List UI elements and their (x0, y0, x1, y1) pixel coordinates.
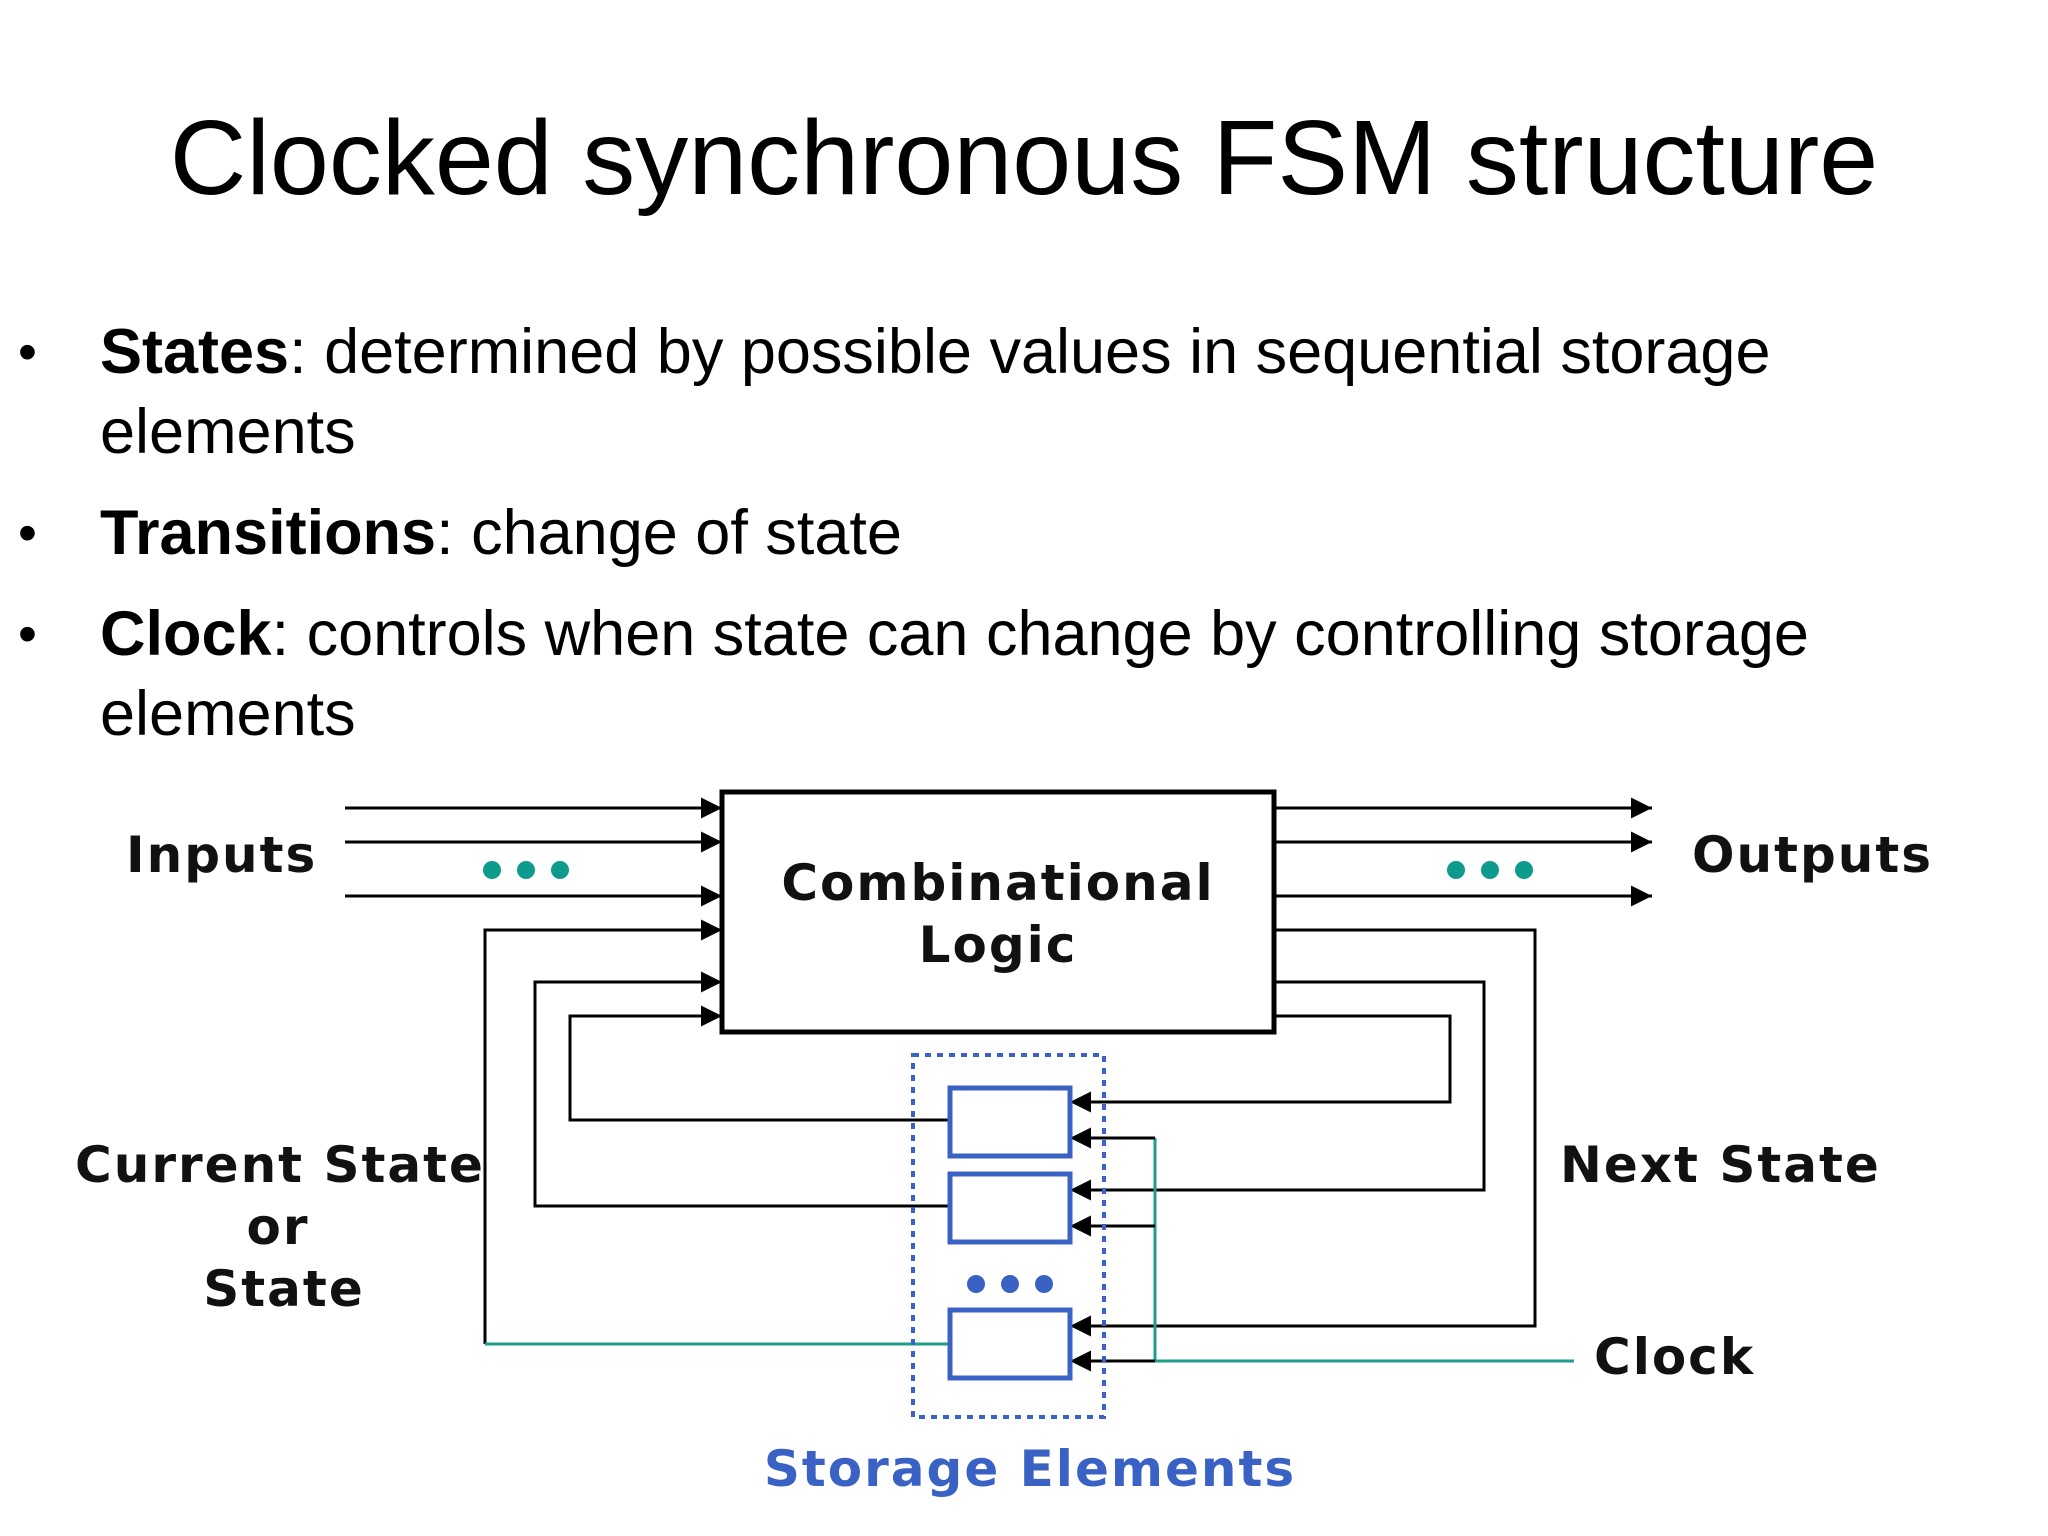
storage-elements-label: Storage Elements (764, 1440, 1296, 1498)
combinational-logic-block (719, 789, 1277, 1035)
inputs-label: Inputs (126, 826, 317, 884)
current-state-label-line1: Current State (75, 1136, 485, 1194)
bullet-marker: • (18, 322, 37, 382)
page-title: Clocked synchronous FSM structure (169, 99, 1879, 217)
current-state-label-line2: or (246, 1198, 309, 1256)
clock-label: Clock (1594, 1328, 1755, 1386)
current-state-label-line3: State (203, 1260, 364, 1318)
current-state-wires (483, 919, 950, 1344)
input-ellipsis-dots (483, 861, 569, 879)
outputs-label: Outputs (1692, 826, 1933, 884)
storage-elements-group (911, 1053, 1106, 1419)
next-state-label: Next State (1560, 1136, 1881, 1194)
clock-wires (1070, 1127, 1155, 1372)
output-wires (1274, 797, 1652, 907)
logic-label-line1: Combinational (781, 854, 1214, 912)
bullet-text: : determined by possible values in seque… (100, 317, 1771, 467)
input-wires (345, 797, 722, 907)
bullet-term: Transitions (100, 498, 437, 568)
storage-element-2 (947, 1171, 1073, 1245)
bullet-text: : change of state (436, 498, 902, 568)
storage-element-n (947, 1307, 1073, 1381)
logic-label-line2: Logic (919, 916, 1078, 974)
output-ellipsis-dots (1447, 861, 1533, 879)
storage-ellipsis-dots (967, 1275, 1053, 1293)
next-state-wires (1070, 928, 1537, 1337)
bullet-marker: • (18, 604, 37, 664)
bullet-term: States (100, 317, 290, 387)
storage-element-1 (947, 1085, 1073, 1159)
bullet-text: : controls when state can change by cont… (100, 599, 1809, 749)
bullet-marker: • (18, 503, 37, 563)
clock-bus (1153, 1138, 1574, 1363)
bullet-term: Clock (100, 599, 272, 669)
